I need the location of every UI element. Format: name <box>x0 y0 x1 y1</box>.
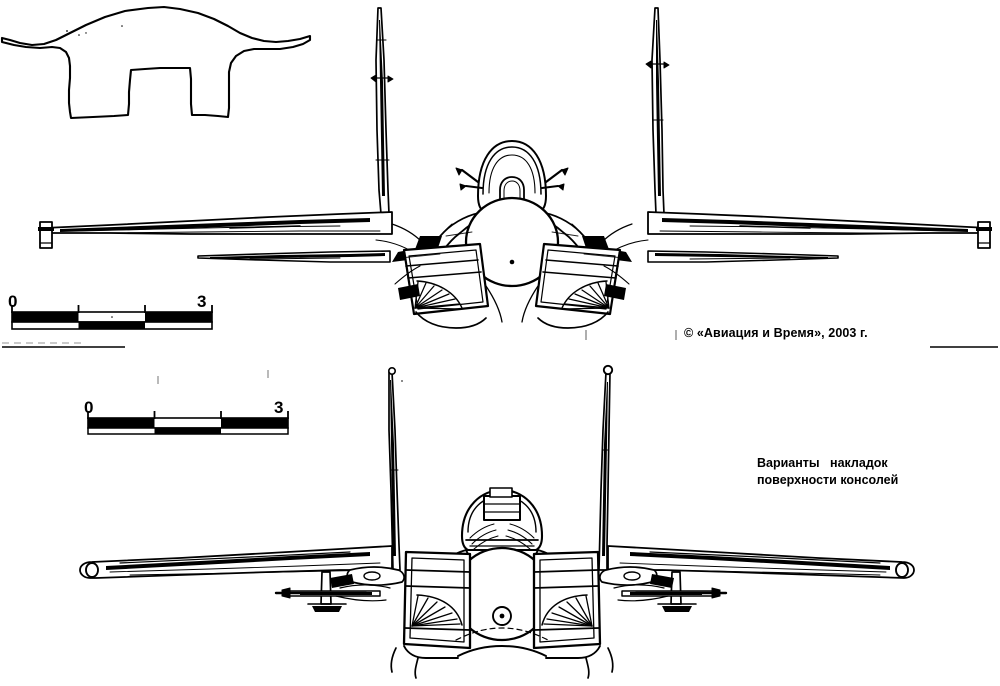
intake-left-lower <box>402 550 472 650</box>
store-rail-left-lower <box>274 587 381 599</box>
panel-lines-upper <box>399 231 625 259</box>
wing-right-lower <box>607 545 915 579</box>
vertical-tail-left-lower <box>387 366 401 571</box>
radome-lower <box>452 546 552 642</box>
stabilizer-right-upper <box>647 250 839 263</box>
nacelle-underbody-upper <box>394 265 630 329</box>
front-view-lower <box>79 364 915 679</box>
annotation-line-2: поверхности консолей <box>757 473 899 487</box>
scale-top-end-label: 3 <box>197 292 207 311</box>
scale-bar-top <box>11 305 213 330</box>
nose-probes-upper <box>455 167 569 191</box>
planform-inset-outline <box>0 5 312 120</box>
front-view-upper <box>38 7 992 329</box>
annotation-line-1: Варианты накладок <box>757 456 888 470</box>
wing-left-upper <box>38 211 393 249</box>
scale-bar-bottom <box>87 411 289 435</box>
wing-left-lower <box>79 545 393 579</box>
planform-inset-speckles <box>66 25 123 36</box>
copyright-notice: © «Авиация и Время», 2003 г. <box>684 326 868 340</box>
intake-right-upper <box>534 242 622 316</box>
sheet-divider <box>2 330 998 384</box>
landing-gear-lower <box>390 627 614 679</box>
overlay-variants-annotation: Варианты накладок поверхности консолей <box>757 455 898 489</box>
radome-upper <box>464 196 560 288</box>
store-rail-right-lower <box>621 587 728 599</box>
vertical-tail-left-upper <box>370 7 394 215</box>
wing-right-upper <box>647 211 992 249</box>
canopy-lower <box>460 487 544 552</box>
vertical-tail-right-upper <box>645 7 670 215</box>
scale-top-start-label: 0 <box>8 292 18 311</box>
vertical-tail-right-lower <box>598 364 614 571</box>
intake-fairings-lower <box>330 566 674 602</box>
stabilizer-left-upper <box>197 250 391 263</box>
intake-left-upper <box>402 242 490 316</box>
scale-bottom-start-label: 0 <box>84 398 94 417</box>
intake-right-lower <box>532 550 602 650</box>
scale-bottom-end-label: 3 <box>274 398 284 417</box>
